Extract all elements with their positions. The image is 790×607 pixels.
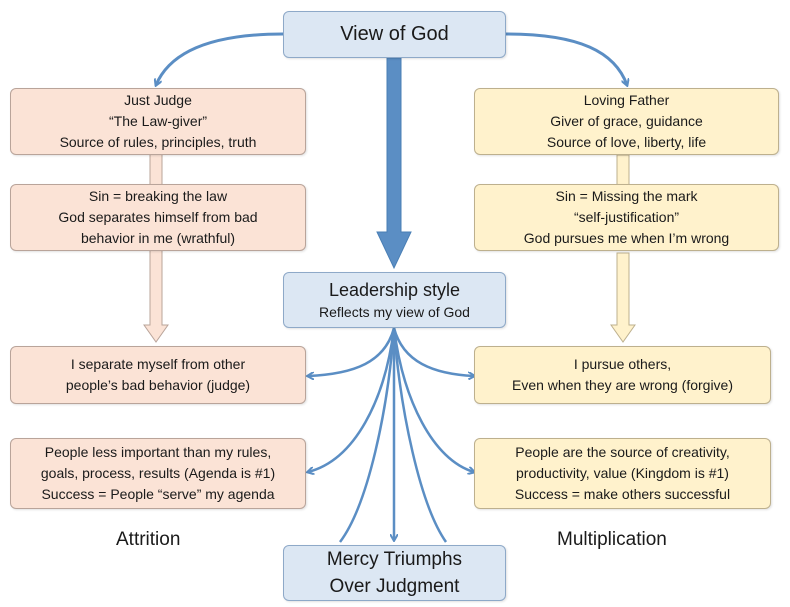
attrition-label: Attrition xyxy=(116,529,181,550)
mercy-triumphs-box: Mercy Triumphs Over Judgment xyxy=(283,545,506,601)
right-response-line-1: I pursue others, xyxy=(573,356,672,372)
right-sin-box: Sin = Missing the mark “self-justificati… xyxy=(474,184,779,251)
arrow-lead-to-right-response xyxy=(392,327,474,376)
right-response-line-2: Even when they are wrong (forgive) xyxy=(512,377,733,393)
just-judge-line-2: “The Law-giver” xyxy=(108,113,208,129)
left-response-box: I separate myself from other people’s ba… xyxy=(10,346,306,404)
arrow-lead-to-mercy-left xyxy=(339,327,396,543)
arrow-lead-to-left-response xyxy=(308,327,396,376)
right-sin-line-1: Sin = Missing the mark xyxy=(555,188,698,204)
mercy-line-2: Over Judgment xyxy=(329,576,460,597)
leadership-style-title: Leadership style xyxy=(328,279,461,300)
left-sin-box: Sin = breaking the law God separates him… xyxy=(10,184,306,251)
right-outcome-box: People are the source of creativity, pro… xyxy=(474,438,771,509)
loving-father-line-1: Loving Father xyxy=(583,92,670,108)
arrow-lead-to-right-outcome xyxy=(392,327,474,472)
right-outcome-line-3: Success = make others successful xyxy=(514,486,731,502)
loving-father-line-3: Source of love, liberty, life xyxy=(546,134,707,150)
right-outcome-line-2: productivity, value (Kingdom is #1) xyxy=(516,465,729,481)
arrow-right-hollow xyxy=(610,252,636,343)
just-judge-box: Just Judge “The Law-giver” Source of rul… xyxy=(10,88,306,155)
left-sin-line-2: God separates himself from bad xyxy=(58,209,258,225)
left-outcome-line-3: Success = People “serve” my agenda xyxy=(41,486,275,502)
loving-father-line-2: Giver of grace, guidance xyxy=(550,113,703,129)
arrow-right-hollow-upper xyxy=(616,154,630,186)
right-sin-line-2: “self-justification” xyxy=(573,209,680,225)
left-sin-line-1: Sin = breaking the law xyxy=(88,188,228,204)
right-response-box: I pursue others, Even when they are wron… xyxy=(474,346,771,404)
mercy-line-1: Mercy Triumphs xyxy=(326,549,463,570)
leadership-style-box: Leadership style Reflects my view of God xyxy=(283,272,506,328)
left-response-line-2: people’s bad behavior (judge) xyxy=(65,377,251,393)
multiplication-label: Multiplication xyxy=(557,529,667,550)
leadership-style-subtitle: Reflects my view of God xyxy=(319,303,470,320)
loving-father-box: Loving Father Giver of grace, guidance S… xyxy=(474,88,779,155)
left-outcome-box: People less important than my rules, goa… xyxy=(10,438,306,509)
view-of-god-box: View of God xyxy=(283,11,506,58)
arrow-lead-to-mercy-right xyxy=(392,327,448,543)
just-judge-line-1: Just Judge xyxy=(124,92,192,108)
left-outcome-line-2: goals, process, results (Agenda is #1) xyxy=(40,465,276,481)
left-response-line-1: I separate myself from other xyxy=(70,356,246,372)
right-sin-line-3: God pursues me when I’m wrong xyxy=(523,230,730,246)
left-outcome-line-1: People less important than my rules, xyxy=(44,444,272,460)
left-sin-line-3: behavior in me (wrathful) xyxy=(80,230,236,246)
just-judge-line-3: Source of rules, principles, truth xyxy=(59,134,257,150)
arrow-god-to-judge xyxy=(156,32,284,85)
right-outcome-line-1: People are the source of creativity, xyxy=(515,444,730,460)
arrow-lead-to-left-outcome xyxy=(308,327,396,472)
arrow-god-to-father xyxy=(505,32,627,85)
view-of-god-title: View of God xyxy=(340,23,449,45)
arrow-god-to-leadership xyxy=(376,57,412,270)
